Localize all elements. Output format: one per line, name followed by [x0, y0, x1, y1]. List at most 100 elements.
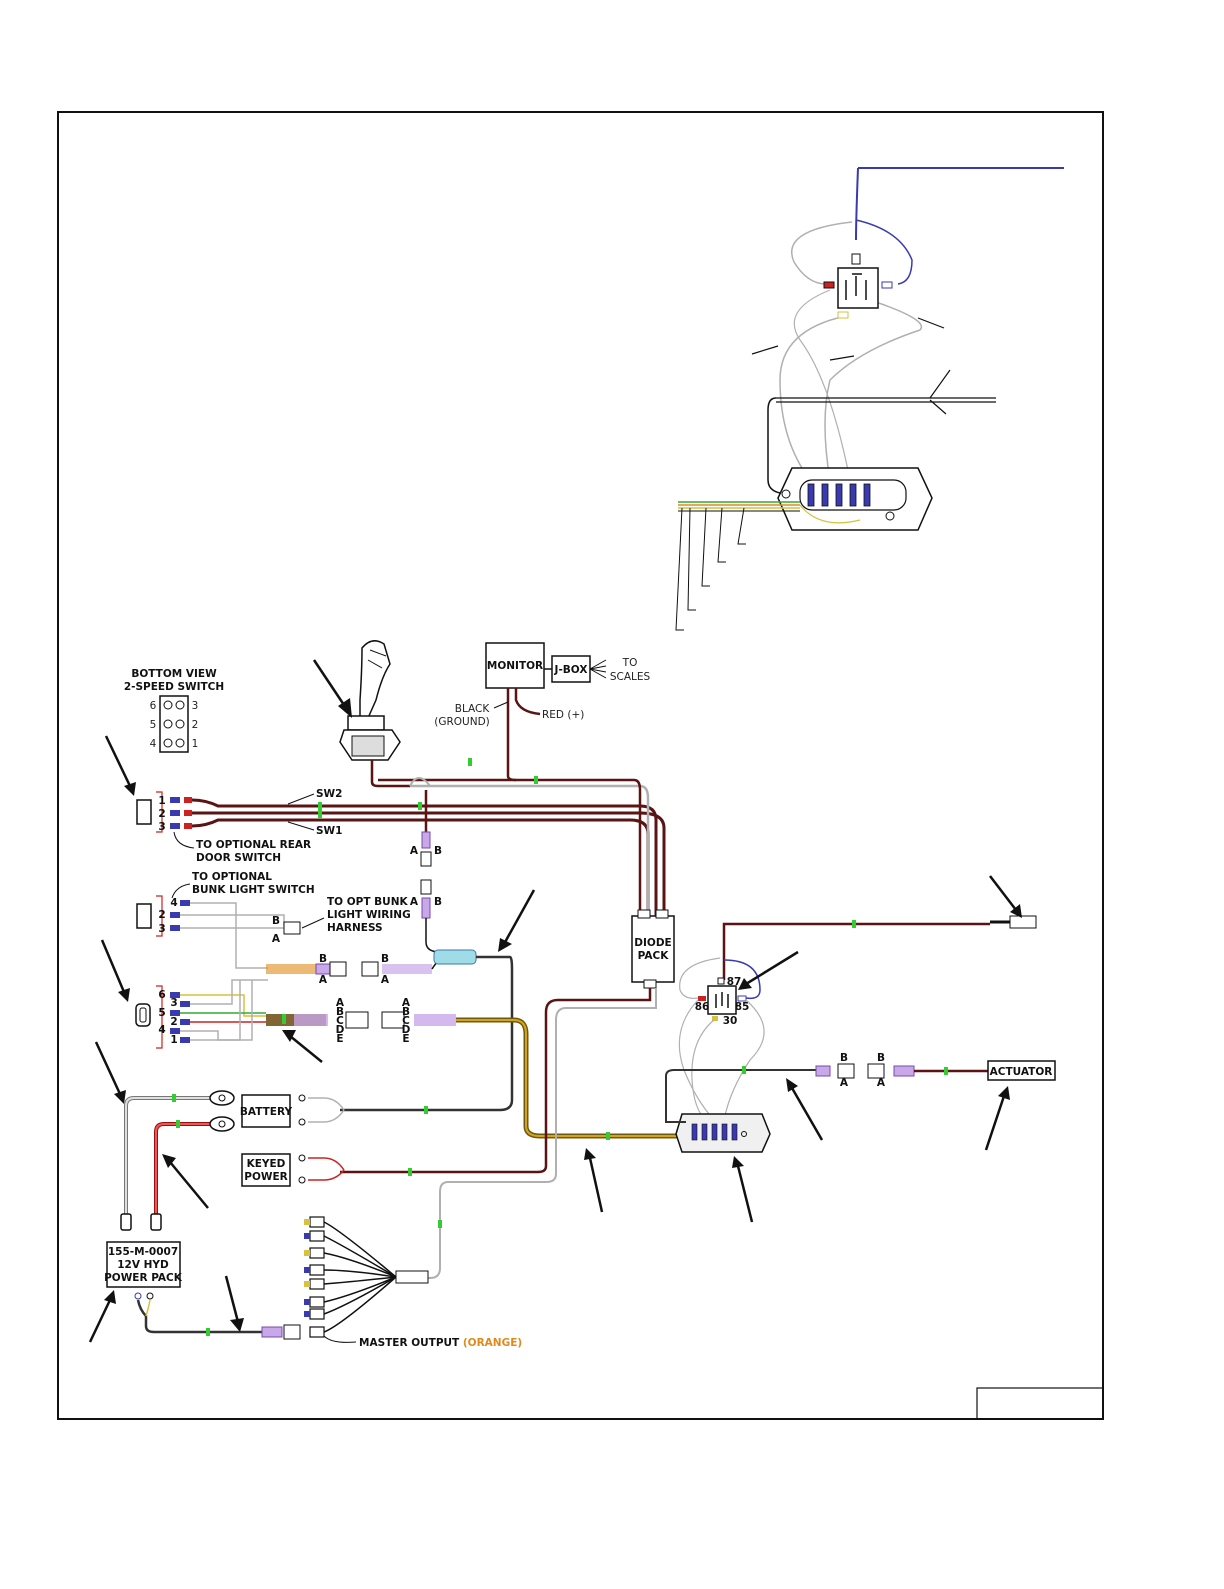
battery-box: BATTERY: [240, 1094, 293, 1128]
bunk-harness-note-3: HARNESS: [327, 922, 383, 934]
connector-label: A: [840, 1077, 849, 1089]
drawing-border: [57, 111, 1104, 1420]
diode-pack: DIODE PACK: [631, 909, 675, 989]
red-label: RED (+): [542, 709, 584, 721]
monitor-box: MONITOR: [485, 642, 545, 689]
bunk-light-switch: 4 2 3: [136, 895, 190, 937]
ground-label: (GROUND): [434, 716, 490, 728]
speed-switch-pin: 1: [170, 1034, 177, 1046]
connector-label: B: [381, 953, 389, 965]
power-pack-label-3: POWER PACK: [104, 1272, 183, 1284]
relay: 87 86 85 30: [695, 976, 750, 1027]
connector-label: A: [410, 845, 419, 857]
bunk-switch-pin: 3: [158, 923, 165, 935]
keyed-power-box: KEYED POWER: [241, 1153, 291, 1187]
sw2-label: SW2: [316, 788, 342, 800]
splice-markers: [172, 758, 948, 1336]
relay-pin-86: 86: [695, 1001, 710, 1013]
power-pack-label-1: 155-M-0007: [108, 1246, 178, 1258]
joystick: [339, 640, 410, 788]
speed-switch-pin: 5: [158, 1007, 165, 1019]
bunk-harness-note-2: LIGHT WIRING: [327, 909, 411, 921]
switch-view-title-2: 2-SPEED SWITCH: [124, 681, 224, 693]
connector-label: A: [410, 896, 419, 908]
plug-pin-label: C: [336, 1015, 344, 1027]
sensor-connector: [1009, 915, 1037, 929]
relay-pin-87: 87: [727, 976, 742, 988]
sw1-label: SW1: [316, 825, 342, 837]
black-label: BLACK: [455, 703, 491, 715]
plug-pin-label: B: [336, 1006, 344, 1018]
switch-view-pin: 4: [150, 738, 157, 750]
bunk-harness-note-1: TO OPT BUNK: [327, 896, 409, 908]
two-speed-switch: 6 3 5 2 4 1: [135, 985, 190, 1049]
output-connector-fan: [304, 1216, 429, 1338]
jbox-label: J-BOX: [554, 664, 588, 676]
rear-door-pin: 1: [158, 795, 165, 807]
master-output-label: MASTER OUTPUT (ORANGE): [359, 1337, 522, 1349]
plug-pin-label: E: [402, 1033, 409, 1045]
rear-door-pin: 2: [158, 808, 165, 820]
monitor-label: MONITOR: [487, 660, 543, 672]
battery-label: BATTERY: [240, 1106, 293, 1118]
bunk-switch-note-1: TO OPTIONAL: [192, 871, 272, 883]
switch-view-title-1: BOTTOM VIEW: [131, 668, 217, 680]
jbox: J-BOX: [551, 655, 591, 683]
connector-label: A: [877, 1077, 886, 1089]
connector-label: A: [381, 974, 390, 986]
to-scales-line1: TO: [622, 657, 638, 669]
connector-label: B: [877, 1052, 885, 1064]
bunk-switch-pin: 4: [170, 897, 177, 909]
plug-pin-label: A: [402, 997, 411, 1009]
power-pack: 155-M-0007 12V HYD POWER PACK: [104, 1241, 183, 1288]
joystick-arrow: [312, 659, 348, 709]
title-block-corner: [976, 1387, 1104, 1420]
actuator: ACTUATOR: [987, 1060, 1056, 1081]
speed-switch-pin: 2: [170, 1016, 177, 1028]
rear-door-switch: 1 2 3: [136, 791, 192, 833]
switch-view-pin: 1: [192, 738, 199, 750]
plug-pin-label: D: [336, 1024, 345, 1036]
plug-pin-label: B: [402, 1006, 410, 1018]
connector-label: A: [319, 974, 328, 986]
to-scales-line2: SCALES: [610, 671, 651, 683]
rear-door-note-1: TO OPTIONAL REAR: [196, 839, 311, 851]
plug-pin-label: A: [336, 997, 345, 1009]
plug-abcde-right: A B C D E: [381, 997, 411, 1045]
actuator-label: ACTUATOR: [990, 1066, 1053, 1078]
switch-view-pin: 3: [192, 700, 199, 712]
speed-switch-pin: 4: [158, 1024, 165, 1036]
power-pack-label-2: 12V HYD: [117, 1259, 169, 1271]
keyed-power-label-1: KEYED: [247, 1158, 286, 1170]
switch-bottom-view: BOTTOM VIEW 2-SPEED SWITCH 6 3 5 2 4 1: [124, 668, 224, 753]
bunk-switch-pin: 2: [158, 909, 165, 921]
speed-switch-pin: 6: [158, 989, 165, 1001]
rear-door-pin: 3: [158, 821, 165, 833]
connector-label: B: [319, 953, 327, 965]
connector-label: B: [434, 845, 442, 857]
connector-label: B: [272, 915, 280, 927]
relay-pin-30: 30: [723, 1015, 738, 1027]
switch-view-pin: 5: [150, 719, 157, 731]
speed-switch-pin: 3: [170, 997, 177, 1009]
switch-view-pin: 6: [150, 700, 157, 712]
inline-fuse: [433, 949, 477, 965]
diode-pack-label-1: DIODE: [634, 937, 671, 949]
plug-pin-label: D: [402, 1024, 411, 1036]
keyed-power-label-2: POWER: [244, 1171, 287, 1183]
relay-pin-85: 85: [735, 1001, 750, 1013]
connector-label: B: [434, 896, 442, 908]
bunk-switch-note-2: BUNK LIGHT SWITCH: [192, 884, 315, 896]
connector-label: B: [840, 1052, 848, 1064]
plug-pin-label: C: [402, 1015, 410, 1027]
connector-label: A: [272, 933, 281, 945]
rear-door-note-2: DOOR SWITCH: [196, 852, 281, 864]
diode-pack-label-2: PACK: [638, 950, 670, 962]
plug-pin-label: E: [336, 1033, 343, 1045]
detail-view-top-right: [675, 167, 1064, 631]
junction-block: [675, 1113, 771, 1153]
plug-abcde-left: A B C D E: [336, 997, 369, 1045]
switch-view-pin: 2: [192, 719, 199, 731]
